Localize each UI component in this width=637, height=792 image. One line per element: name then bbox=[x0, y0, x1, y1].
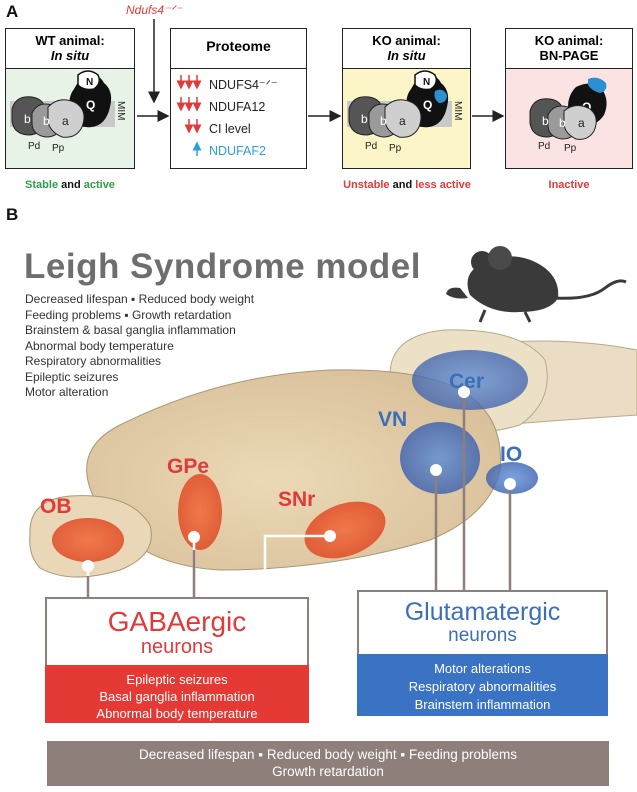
svg-text:MIM: MIM bbox=[115, 101, 126, 120]
gabaergic-title: GABAergic neurons bbox=[47, 606, 307, 658]
bn-page-header: KO animal: BN-PAGE bbox=[506, 29, 632, 69]
protein-row: NDUFAF2 bbox=[209, 144, 266, 158]
bn-page-title: KO animal: bbox=[534, 33, 604, 48]
effect-item: Motor alterations bbox=[434, 661, 531, 676]
gabaergic-effects: Epileptic seizures Basal ganglia inflamm… bbox=[45, 665, 309, 723]
svg-text:Pp: Pp bbox=[52, 143, 65, 154]
svg-text:b: b bbox=[559, 116, 566, 130]
shared-line-1: Decreased lifespan ▪ Reduced body weight… bbox=[138, 747, 518, 762]
svg-text:Pp: Pp bbox=[564, 143, 577, 154]
ko-bn-page-box: KO animal: BN-PAGE Q b b a Pd Pp bbox=[505, 28, 633, 169]
effect-item: Epileptic seizures bbox=[126, 672, 228, 687]
bn-page-status: Inactive bbox=[548, 179, 590, 191]
symptom-item: Feeding problems ▪ Growth retardation bbox=[25, 307, 232, 322]
wt-title: WT animal: bbox=[35, 33, 105, 48]
wt-box-header: WT animal: In situ bbox=[6, 29, 134, 69]
mutation-label: Ndufs4⁻ᐟ⁻ bbox=[126, 3, 182, 17]
glutamatergic-title: Glutamatergic neurons bbox=[359, 598, 606, 646]
mouse-icon bbox=[446, 246, 627, 323]
svg-text:b: b bbox=[361, 112, 368, 126]
gabaergic-heading: GABAergic bbox=[107, 606, 247, 637]
region-io: IO bbox=[500, 443, 523, 466]
effect-item: Respiratory abnormalities bbox=[408, 679, 557, 694]
panel-a-label: A bbox=[6, 2, 19, 21]
svg-text:Pp: Pp bbox=[389, 143, 402, 154]
wt-in-situ-box: WT animal: In situ MIM N Q b b a Pd Pp bbox=[5, 28, 135, 169]
svg-text:MIM: MIM bbox=[452, 101, 463, 120]
ko-title: KO animal: bbox=[372, 33, 441, 48]
complex-i-ko-icon: MIM N Q b b a Pd Pp bbox=[347, 70, 463, 154]
svg-text:N: N bbox=[86, 77, 93, 88]
svg-text:b: b bbox=[380, 114, 387, 128]
proteome-list: NDUFS4⁻ᐟ⁻ NDUFA12 CI level NDUFAF2 bbox=[209, 74, 278, 162]
brain-illustration bbox=[29, 329, 637, 600]
region-ob: OB bbox=[40, 495, 72, 518]
svg-text:b: b bbox=[43, 114, 50, 128]
complex-i-bn-page-icon: Q b b a Pd Pp bbox=[529, 77, 607, 154]
glutamatergic-heading: Glutamatergic bbox=[404, 598, 561, 626]
symptom-item: Brainstem & basal ganglia inflammation bbox=[25, 323, 236, 337]
svg-text:b: b bbox=[24, 112, 31, 126]
effect-item: Brainstem inflammation bbox=[414, 697, 551, 712]
glutamatergic-subheading: neurons bbox=[448, 625, 517, 646]
symptom-item: Respiratory abnormalities bbox=[25, 354, 162, 368]
region-cer: Cer bbox=[449, 370, 485, 393]
complex-i-wt-icon: MIM N Q b b a Pd Pp bbox=[10, 70, 126, 154]
svg-text:Pd: Pd bbox=[365, 141, 377, 152]
svg-text:a: a bbox=[62, 114, 69, 128]
symptom-item: Decreased lifespan ▪ Reduced body weight bbox=[25, 292, 255, 306]
ko-status: Unstable and less active bbox=[343, 179, 471, 191]
svg-text:Pd: Pd bbox=[538, 141, 550, 152]
svg-text:a: a bbox=[578, 116, 585, 130]
region-vn: VN bbox=[378, 408, 408, 431]
symptom-list: Decreased lifespan ▪ Reduced body weight… bbox=[25, 292, 254, 401]
svg-text:Q: Q bbox=[86, 98, 95, 112]
symptom-item: Motor alteration bbox=[25, 385, 109, 399]
symptom-item: Abnormal body temperature bbox=[25, 338, 174, 353]
panel-a-arrows bbox=[137, 19, 505, 122]
panel-b-label: B bbox=[6, 205, 19, 224]
proteome-box: Proteome NDUFS4⁻ᐟ⁻ NDUFA12 CI level NDUF… bbox=[170, 28, 307, 169]
svg-text:Pd: Pd bbox=[28, 141, 40, 152]
glutamatergic-box: Glutamatergic neurons Motor alterations … bbox=[357, 590, 608, 716]
gabaergic-box: GABAergic neurons Epileptic seizures Bas… bbox=[45, 597, 309, 723]
gabaergic-subheading: neurons bbox=[140, 636, 214, 658]
protein-row: NDUFS4⁻ᐟ⁻ bbox=[209, 78, 278, 92]
wt-status: Stable and active bbox=[25, 179, 115, 191]
wt-subtitle: In situ bbox=[50, 48, 90, 63]
svg-text:a: a bbox=[399, 114, 406, 128]
protein-row: CI level bbox=[209, 122, 251, 136]
proteome-arrows-icon bbox=[176, 75, 202, 156]
glutamatergic-effects: Motor alterations Respiratory abnormalit… bbox=[357, 654, 608, 716]
svg-text:N: N bbox=[423, 77, 430, 88]
ko-subtitle: In situ bbox=[387, 48, 426, 63]
effect-item: Abnormal body temperature bbox=[96, 706, 258, 721]
effect-item: Basal ganglia inflammation bbox=[99, 689, 255, 704]
shared-line-2: Growth retardation bbox=[272, 764, 384, 779]
bn-page-subtitle: BN-PAGE bbox=[539, 48, 599, 63]
symptom-item: Epileptic seizures bbox=[25, 369, 119, 384]
ko-in-situ-box: KO animal: In situ MIM N Q b b a Pd Pp bbox=[342, 28, 471, 169]
ko-box-header: KO animal: In situ bbox=[343, 29, 470, 69]
proteome-header: Proteome bbox=[171, 29, 306, 69]
region-gpe: GPe bbox=[167, 455, 210, 478]
region-snr: SNr bbox=[278, 488, 316, 511]
shared-phenotypes-bar: Decreased lifespan ▪ Reduced body weight… bbox=[47, 741, 609, 786]
svg-text:b: b bbox=[542, 114, 549, 128]
svg-text:Q: Q bbox=[423, 98, 432, 112]
panel-b-title: Leigh Syndrome model bbox=[24, 247, 421, 286]
protein-row: NDUFA12 bbox=[209, 100, 266, 114]
